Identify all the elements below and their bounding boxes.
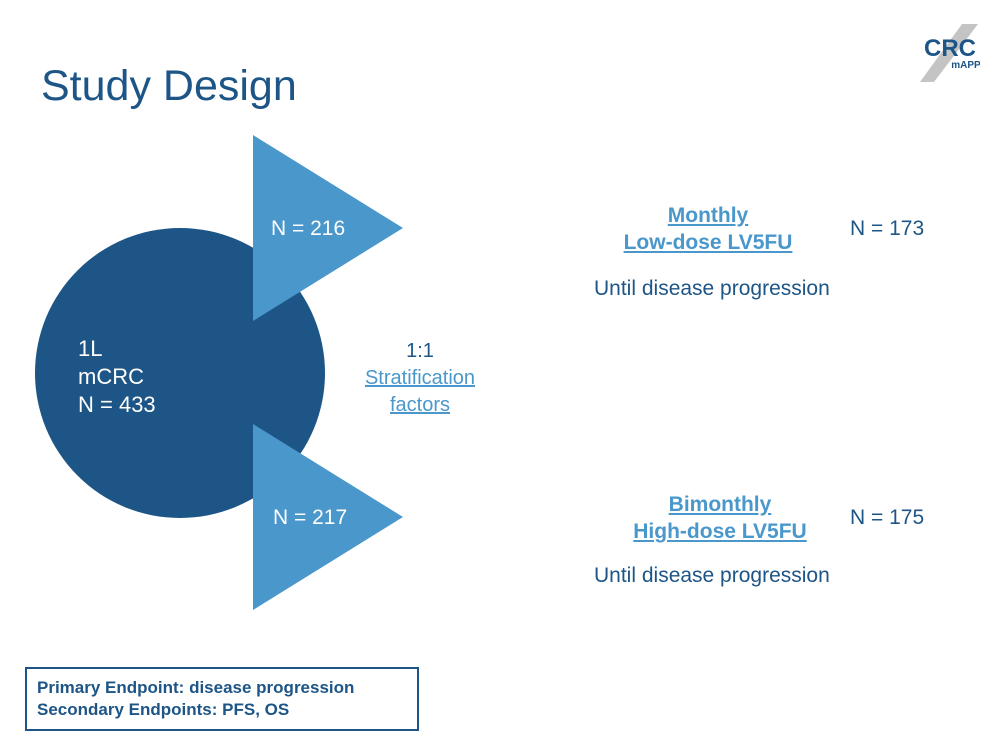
page-title: Study Design — [41, 62, 297, 110]
population-line-2: mCRC — [78, 364, 144, 389]
stratification-link-line1[interactable]: Stratification — [364, 367, 476, 389]
arm2-title-line2[interactable]: High-dose LV5FU — [633, 520, 807, 543]
stratification-link-line2[interactable]: factors — [389, 394, 451, 416]
logo-slash — [920, 24, 978, 82]
upper-arm-n: N = 216 — [271, 217, 346, 240]
arm2-title-line1[interactable]: Bimonthly — [668, 493, 772, 516]
randomization-block: 1:1 Stratification factors — [350, 338, 490, 419]
population-line-3: N = 433 — [78, 392, 156, 417]
arm2-n: N = 175 — [850, 506, 925, 529]
arm1-n: N = 173 — [850, 217, 925, 240]
randomization-ratio: 1:1 — [406, 340, 434, 362]
arm2-duration: Until disease progression — [594, 564, 830, 587]
population-line-1: 1L — [78, 336, 103, 361]
endpoints-box: Primary Endpoint: disease progression Se… — [25, 667, 419, 731]
arm1-title-line1[interactable]: Monthly — [667, 204, 749, 227]
logo-main-text: CRC — [924, 35, 976, 62]
crc-mapp-logo: CRC mAPP — [920, 24, 981, 82]
logo-sub-text: mAPP — [951, 60, 980, 71]
upper-arm-arrow — [253, 135, 403, 321]
primary-endpoint: Primary Endpoint: disease progression — [37, 678, 355, 697]
lower-arm-n: N = 217 — [273, 506, 348, 529]
population-label: 1L mCRC N = 433 — [78, 335, 156, 419]
population-circle — [35, 228, 325, 518]
arm1-duration: Until disease progression — [594, 277, 830, 300]
secondary-endpoints: Secondary Endpoints: PFS, OS — [37, 700, 290, 719]
lower-arm-arrow — [253, 424, 403, 610]
arm2-title[interactable]: Bimonthly High-dose LV5FU — [590, 491, 850, 545]
arm1-title[interactable]: Monthly Low-dose LV5FU — [578, 202, 838, 256]
arm1-title-line2[interactable]: Low-dose LV5FU — [623, 231, 793, 254]
